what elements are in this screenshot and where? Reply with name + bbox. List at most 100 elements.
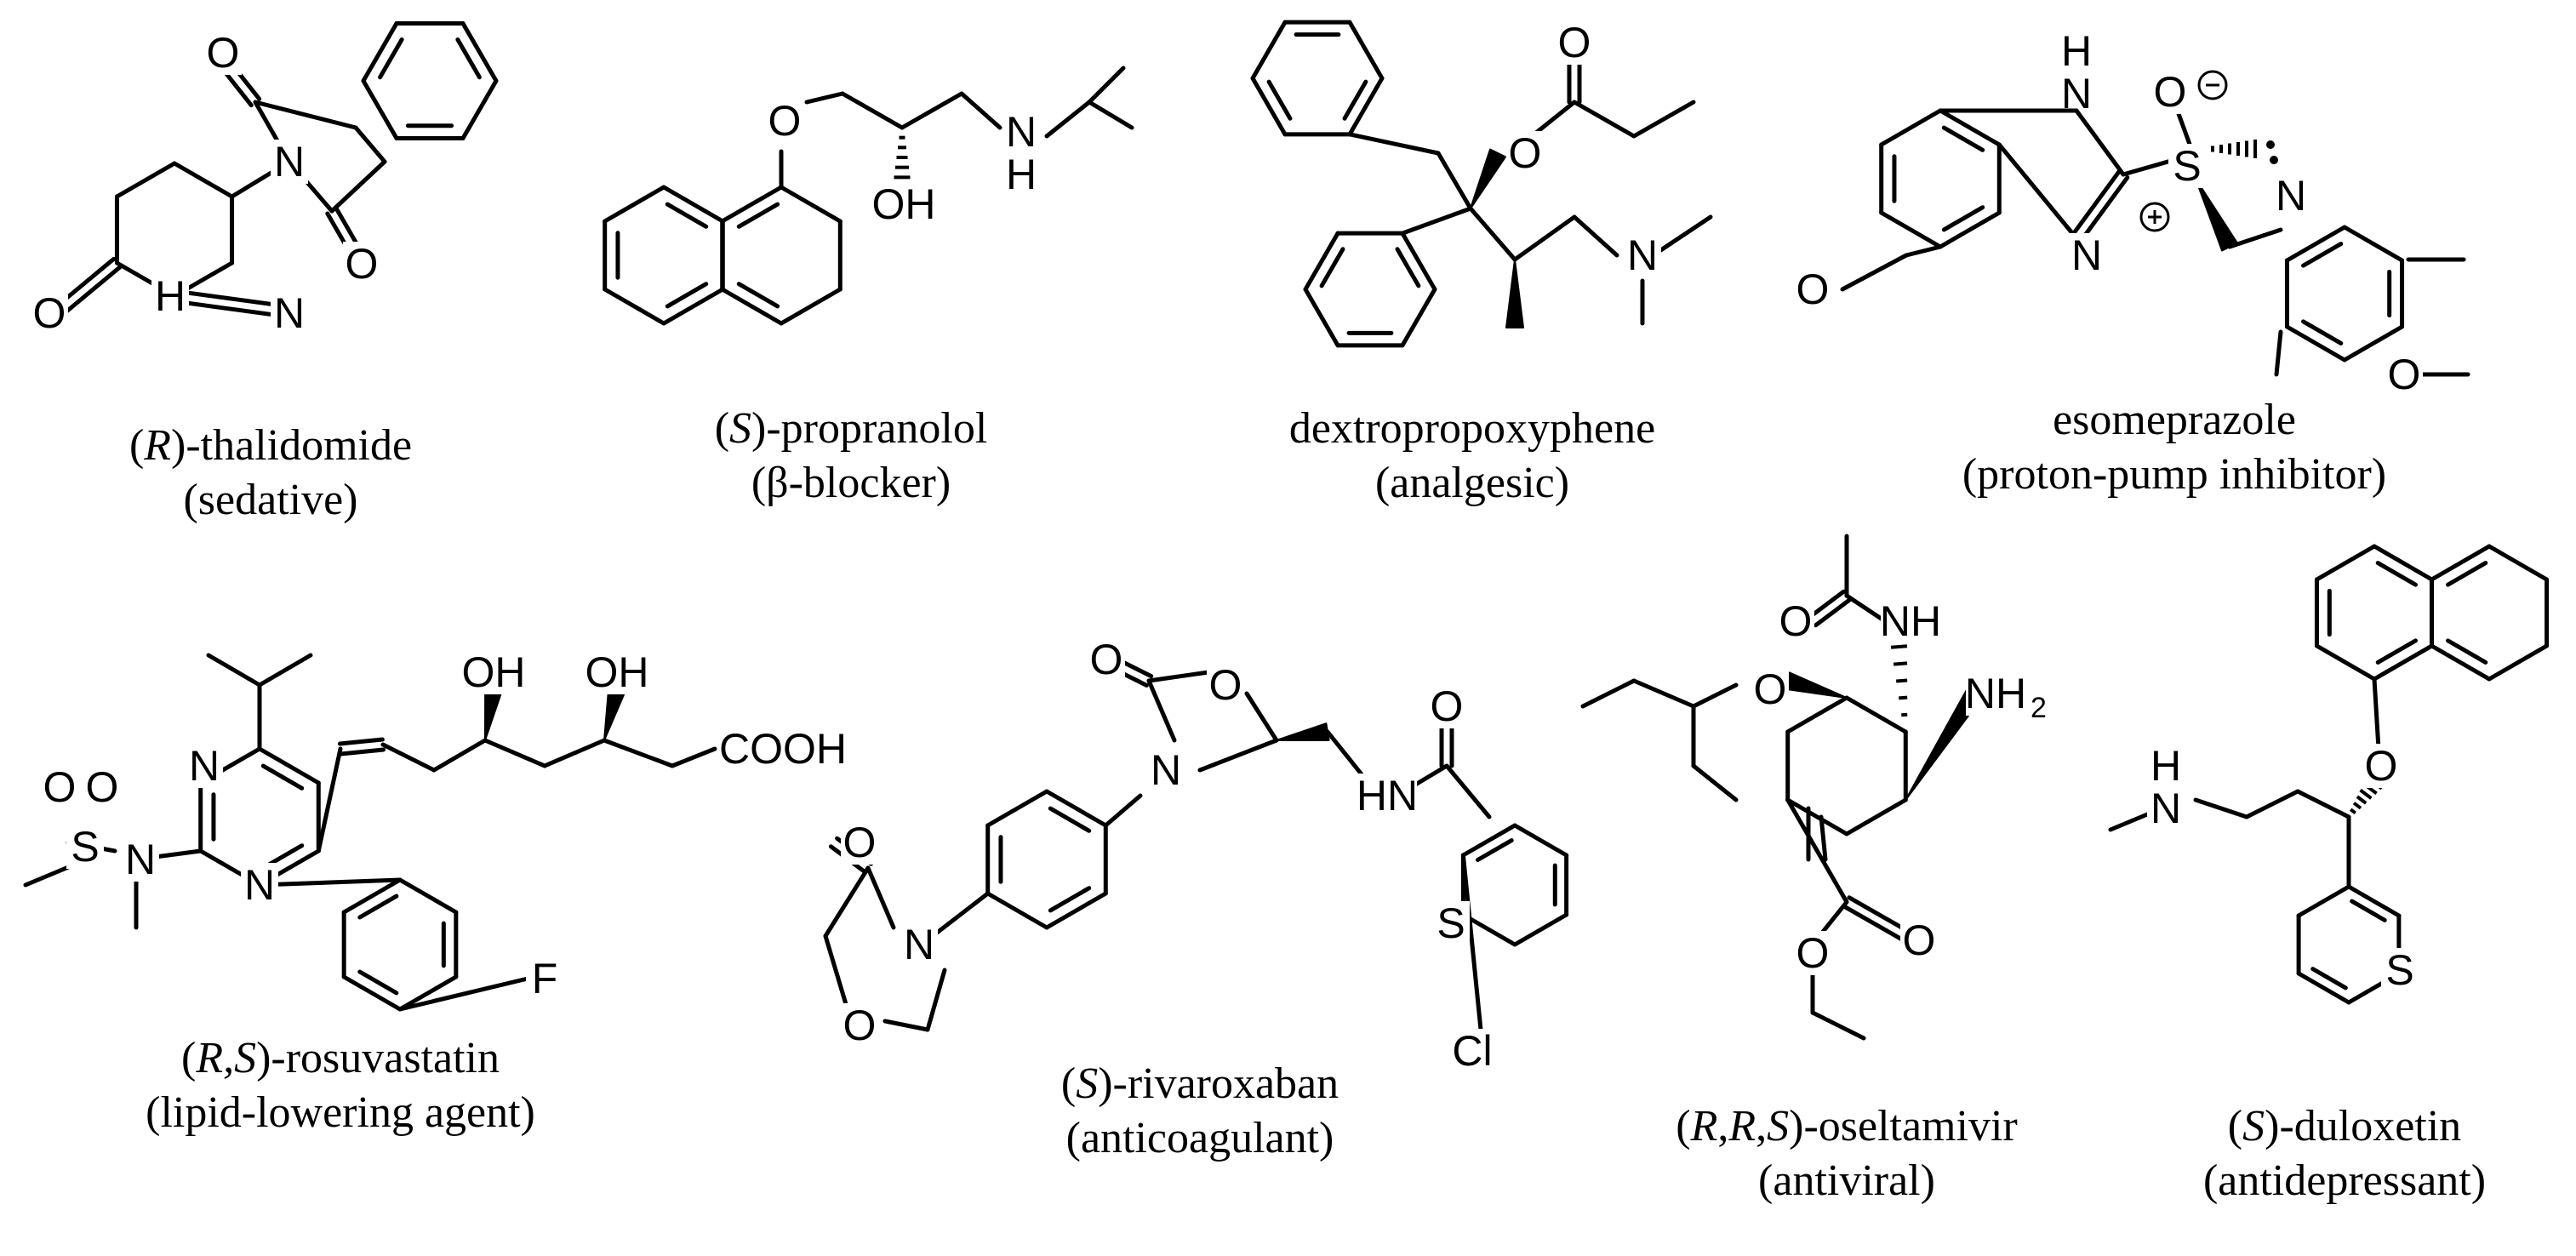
double-bond <box>1813 597 1853 628</box>
caption-line: (lipid-lowering agent) <box>146 1088 535 1137</box>
bond <box>779 185 842 224</box>
atom-label: O <box>207 29 240 77</box>
bond <box>865 865 896 930</box>
bond <box>1146 670 1211 683</box>
double-bond <box>2078 175 2130 244</box>
aromatic-bond <box>1395 247 1421 288</box>
bond <box>353 125 387 164</box>
bond <box>2274 329 2283 377</box>
aromatic-bond <box>378 37 404 80</box>
bond <box>882 1019 930 1032</box>
label-mask <box>1147 748 1185 792</box>
bond <box>380 742 437 773</box>
bond <box>2244 789 2300 819</box>
aromatic-bond <box>2375 561 2418 587</box>
label-mask <box>900 922 938 967</box>
atom-label: O <box>843 1002 877 1049</box>
bond <box>1250 76 1288 137</box>
bond <box>257 653 313 688</box>
atom-label: O <box>2365 742 2398 790</box>
bond <box>1325 729 1364 777</box>
bond <box>720 287 784 326</box>
aromatic-bond <box>736 202 780 229</box>
bond <box>341 877 403 915</box>
bond <box>172 161 235 199</box>
caption-line: (β-blocker) <box>751 459 951 507</box>
bond <box>2284 225 2347 263</box>
bond <box>2429 643 2492 682</box>
bond <box>2372 643 2435 682</box>
atom-label: N <box>2071 231 2102 279</box>
label-mask <box>1357 774 1417 818</box>
atom-label: N <box>274 138 305 186</box>
bond <box>1785 695 1849 734</box>
bond <box>1468 206 1517 262</box>
bond <box>985 891 1049 930</box>
bond <box>316 746 343 854</box>
label-mask <box>83 765 121 809</box>
atom-label: O <box>1754 665 1787 713</box>
atom-label: O <box>1209 661 1242 709</box>
label-mask <box>1777 599 1814 643</box>
label-mask <box>2147 786 2185 831</box>
caption-line: (antidepressant) <box>2203 1156 2486 1205</box>
label-mask <box>151 274 189 318</box>
atom-label: S <box>1437 899 1465 947</box>
bond <box>460 20 499 83</box>
caption-line: (antiviral) <box>1758 1156 1935 1205</box>
label-mask <box>2272 174 2310 218</box>
atom-label: O <box>86 763 119 811</box>
bond <box>2487 544 2550 582</box>
lone-pair-dot <box>2266 140 2275 149</box>
atom-label: N <box>904 921 934 968</box>
bond <box>1691 682 1739 709</box>
bond <box>1400 287 1437 348</box>
atom-label: O <box>1796 929 1830 977</box>
aromatic-bond <box>1342 79 1368 121</box>
hashed-bond <box>2359 788 2373 800</box>
bond <box>1460 823 1517 858</box>
hashed-bond <box>1899 695 1908 700</box>
bond <box>1400 206 1473 236</box>
aromatic-bond <box>2301 319 2344 345</box>
label-mask <box>464 650 523 694</box>
label-mask <box>1447 1029 1498 1073</box>
bond <box>1444 763 1492 819</box>
atom-label: O <box>1558 19 1591 66</box>
aromatic-bond <box>357 969 399 996</box>
atom-label: H <box>1006 151 1037 198</box>
atom-label: O <box>1509 129 1542 177</box>
double-bond <box>60 265 123 317</box>
atom-label: 2 <box>2031 692 2047 724</box>
bond <box>114 161 177 199</box>
label-mask <box>241 863 278 907</box>
atom-label: N <box>189 742 220 790</box>
double-bond <box>1842 904 1906 943</box>
bond <box>1572 214 1619 258</box>
atom-label: Cl <box>1452 1027 1492 1075</box>
bond <box>2372 544 2435 582</box>
label-mask <box>2381 948 2419 992</box>
label-mask <box>1751 667 1789 711</box>
atom-label: S <box>2173 142 2201 190</box>
bond <box>900 91 964 130</box>
label-mask <box>587 650 647 694</box>
label-mask <box>1428 684 1465 728</box>
double-bond <box>173 288 284 308</box>
bond <box>985 789 1049 828</box>
label-mask <box>204 31 242 75</box>
double-bond <box>337 737 385 746</box>
label-mask <box>2362 744 2400 788</box>
bond <box>1044 891 1108 930</box>
label-mask <box>766 99 803 143</box>
aromatic-bond <box>2301 242 2344 268</box>
atom-label: N <box>1627 231 1658 279</box>
aromatic-bond <box>665 202 709 229</box>
atom-label: O <box>346 240 379 288</box>
caption-line: (analgesic) <box>1375 459 1569 507</box>
hashed-bond <box>1901 712 1908 717</box>
label-mask <box>874 182 934 226</box>
atom-label: O <box>2154 68 2187 116</box>
label-mask <box>1432 901 1470 945</box>
